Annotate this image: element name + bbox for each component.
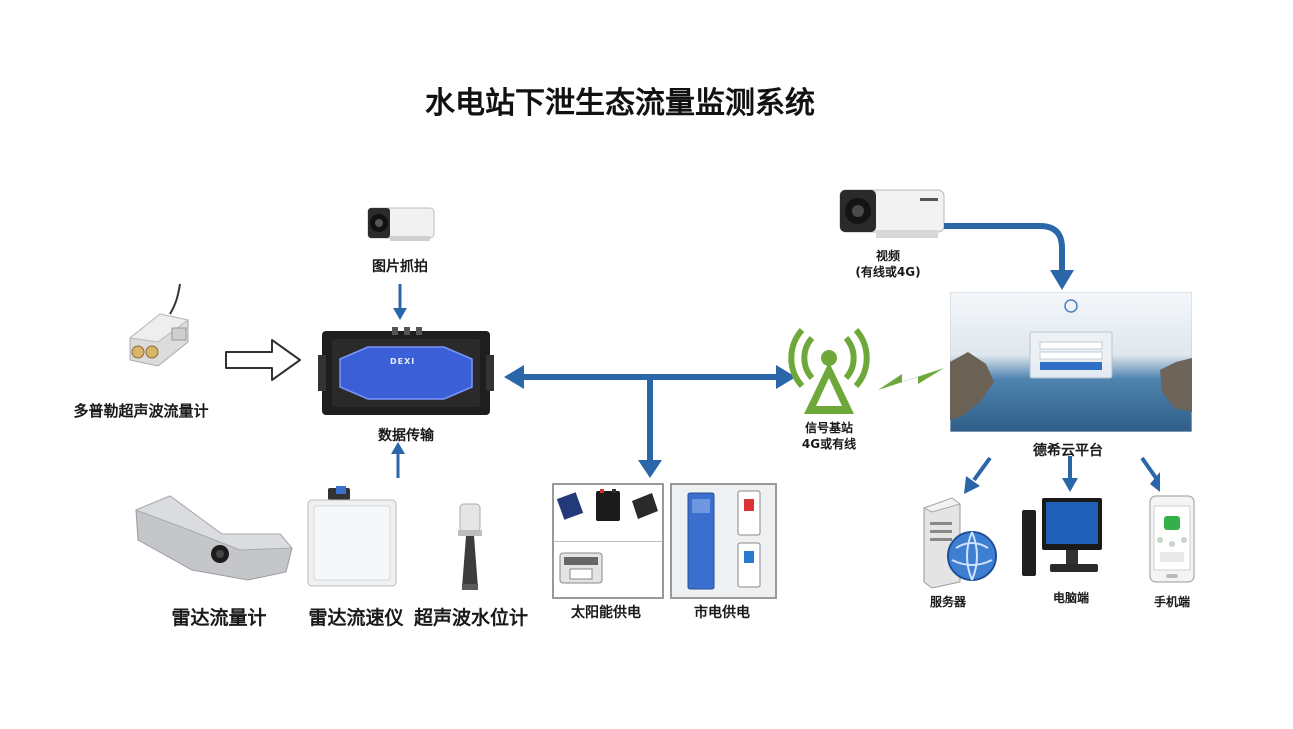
radar-flowmeter-icon [134, 495, 294, 581]
arrow-rtu-base-station [504, 365, 796, 478]
computer-icon [1022, 498, 1102, 576]
radar-velocimeter-label: 雷达流速仪 [308, 607, 404, 629]
base-station-tower-icon [788, 328, 870, 414]
radar-velocimeter-icon [307, 486, 397, 587]
server-icon [922, 497, 997, 589]
ultrasonic-level-label: 超声波水位计 [413, 607, 528, 629]
mobile-label: 手机端 [1153, 595, 1190, 609]
video-camera-label-1: 视频 [875, 249, 900, 263]
snapshot-camera-icon [367, 207, 435, 241]
ultrasonic-level-icon [458, 503, 482, 590]
mains-power-icons [687, 490, 761, 590]
solar-power-label: 太阳能供电 [571, 605, 641, 621]
arrow-video-to-platform [944, 223, 1074, 290]
wireless-bolt-icon [878, 368, 944, 390]
arrow-camera-to-rtu [393, 284, 407, 320]
base-station-label-2: 4G或有线 [801, 437, 857, 451]
video-camera-label-2: (有线或4G) [855, 265, 921, 279]
doppler-meter-label: 多普勒超声波流量计 [73, 402, 209, 420]
arrows-platform-to-clients [964, 456, 1160, 494]
radar-flowmeter-label: 雷达流量计 [171, 607, 267, 629]
arrow-sensors-to-rtu [391, 442, 405, 478]
rtu-device-icon [318, 327, 494, 415]
video-camera-icon [839, 189, 945, 238]
rtu-brand: DEXI [390, 357, 416, 366]
mains-power-label: 市电供电 [694, 605, 750, 621]
mobile-icon [1149, 495, 1195, 583]
computer-label: 电脑端 [1052, 591, 1089, 605]
solar-power-panel [552, 483, 664, 599]
cloud-platform-screen [950, 292, 1192, 432]
mains-power-panel [670, 483, 777, 599]
cloud-platform-label: 德希云平台 [1033, 443, 1103, 459]
snapshot-camera-label: 图片抓拍 [372, 259, 428, 275]
data-transmission-label: 数据传输 [378, 428, 434, 444]
outline-arrow-doppler-to-rtu [225, 339, 301, 381]
solar-kit-icons [556, 489, 658, 584]
base-station-label-1: 信号基站 [804, 421, 853, 435]
doppler-meter-icon [128, 283, 190, 367]
server-label: 服务器 [929, 595, 966, 609]
diagram-title: 水电站下泄生态流量监测系统 [425, 86, 815, 121]
